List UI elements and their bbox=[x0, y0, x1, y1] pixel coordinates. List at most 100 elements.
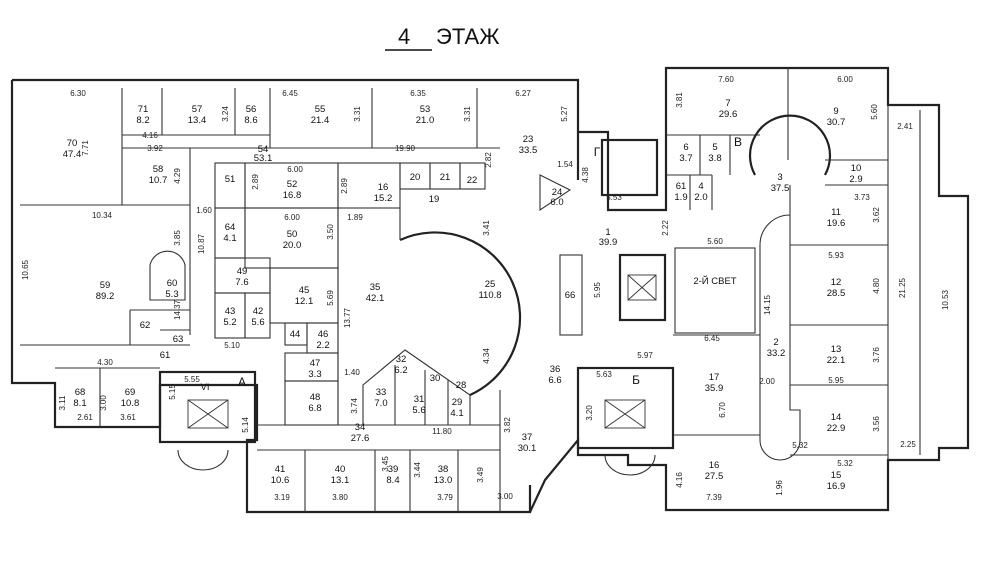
room-31: 315.6 bbox=[412, 394, 425, 416]
svg-text:1.96: 1.96 bbox=[775, 480, 784, 496]
svg-text:55: 55 bbox=[315, 104, 326, 115]
svg-text:44: 44 bbox=[290, 329, 301, 340]
svg-text:68: 68 bbox=[75, 387, 86, 398]
svg-text:14.15: 14.15 bbox=[763, 294, 772, 315]
room-51: 51 bbox=[225, 174, 236, 185]
svg-text:16: 16 bbox=[709, 460, 720, 471]
svg-text:1.54: 1.54 bbox=[557, 160, 573, 169]
svg-text:3.8: 3.8 bbox=[708, 153, 721, 164]
svg-text:21.4: 21.4 bbox=[311, 115, 330, 126]
svg-text:10: 10 bbox=[851, 163, 862, 174]
stair-g-label: Г bbox=[594, 145, 601, 159]
plan-title: 4 ЭТАЖ bbox=[385, 24, 500, 51]
svg-text:16: 16 bbox=[378, 182, 389, 193]
svg-text:5.32: 5.32 bbox=[792, 441, 808, 450]
svg-text:5: 5 bbox=[712, 142, 717, 153]
room-71: 718.2 bbox=[136, 104, 149, 126]
room-21: 21 bbox=[440, 172, 451, 183]
svg-text:63: 63 bbox=[173, 334, 184, 345]
svg-text:5.53: 5.53 bbox=[606, 193, 622, 202]
svg-text:6.00: 6.00 bbox=[837, 75, 853, 84]
svg-text:6.45: 6.45 bbox=[282, 89, 298, 98]
svg-text:17: 17 bbox=[709, 372, 720, 383]
svg-text:3.76: 3.76 bbox=[872, 347, 881, 363]
room-3: 337.5 bbox=[771, 172, 790, 194]
svg-text:3.19: 3.19 bbox=[274, 493, 290, 502]
svg-text:23: 23 bbox=[523, 134, 534, 145]
svg-text:43: 43 bbox=[225, 306, 236, 317]
svg-text:48: 48 bbox=[310, 392, 321, 403]
svg-text:21.25: 21.25 bbox=[898, 277, 907, 298]
svg-text:6.8: 6.8 bbox=[308, 403, 321, 414]
svg-text:56: 56 bbox=[246, 104, 257, 115]
svg-text:13: 13 bbox=[831, 344, 842, 355]
svg-text:5.14: 5.14 bbox=[241, 417, 250, 433]
dimension-labels: 6.30 7.71 4.16 3.92 4.29 10.34 3.85 1.60… bbox=[21, 75, 950, 502]
svg-text:10.53: 10.53 bbox=[941, 289, 950, 310]
svg-text:29: 29 bbox=[452, 397, 463, 408]
room-19: 19 bbox=[429, 194, 440, 205]
room-5: 53.8 bbox=[708, 142, 721, 164]
svg-text:20: 20 bbox=[410, 172, 421, 183]
stair-v-label: В bbox=[734, 135, 742, 149]
svg-text:7.39: 7.39 bbox=[706, 493, 722, 502]
svg-text:4.29: 4.29 bbox=[173, 168, 182, 184]
svg-text:42: 42 bbox=[253, 306, 264, 317]
svg-text:3.81: 3.81 bbox=[675, 92, 684, 108]
svg-text:11.80: 11.80 bbox=[432, 427, 452, 436]
svg-text:5.2: 5.2 bbox=[223, 317, 236, 328]
svg-text:46: 46 bbox=[318, 329, 329, 340]
svg-text:19.90: 19.90 bbox=[395, 144, 416, 153]
svg-text:6.00: 6.00 bbox=[287, 165, 303, 174]
svg-text:36: 36 bbox=[550, 364, 561, 375]
svg-text:2.25: 2.25 bbox=[900, 440, 916, 449]
svg-text:6.70: 6.70 bbox=[718, 402, 727, 418]
svg-text:110.8: 110.8 bbox=[478, 290, 501, 301]
room-39: 398.4 bbox=[386, 464, 399, 486]
svg-text:2.89: 2.89 bbox=[251, 174, 260, 190]
svg-text:3.74: 3.74 bbox=[350, 398, 359, 414]
svg-text:10.7: 10.7 bbox=[149, 175, 168, 186]
svg-text:1: 1 bbox=[605, 227, 610, 238]
room-47: 473.3 bbox=[308, 358, 321, 380]
svg-text:2.89: 2.89 bbox=[340, 178, 349, 194]
svg-text:45: 45 bbox=[299, 285, 310, 296]
svg-text:62: 62 bbox=[140, 320, 151, 331]
svg-text:7.6: 7.6 bbox=[235, 277, 248, 288]
room-48: 486.8 bbox=[308, 392, 321, 414]
svg-text:41: 41 bbox=[275, 464, 286, 475]
svg-text:3.79: 3.79 bbox=[437, 493, 453, 502]
svg-text:4.1: 4.1 bbox=[450, 408, 463, 419]
svg-text:3.00: 3.00 bbox=[99, 395, 108, 411]
svg-text:2.61: 2.61 bbox=[77, 413, 93, 422]
svg-text:1.9: 1.9 bbox=[674, 192, 687, 203]
svg-text:51: 51 bbox=[225, 174, 236, 185]
room-10: 102.9 bbox=[849, 163, 862, 185]
svg-text:13.1: 13.1 bbox=[331, 475, 350, 486]
svg-text:53.1: 53.1 bbox=[254, 153, 273, 164]
svg-text:2.82: 2.82 bbox=[484, 152, 493, 168]
svg-text:5.27: 5.27 bbox=[560, 106, 569, 122]
svg-text:3.41: 3.41 bbox=[482, 220, 491, 236]
svg-text:14: 14 bbox=[831, 412, 842, 423]
svg-text:14.37: 14.37 bbox=[173, 299, 182, 320]
svg-text:5.63: 5.63 bbox=[596, 370, 612, 379]
svg-text:5.3: 5.3 bbox=[165, 289, 178, 300]
svg-text:25: 25 bbox=[485, 279, 496, 290]
svg-text:13.77: 13.77 bbox=[343, 307, 352, 328]
room-22: 22 bbox=[467, 175, 478, 186]
svg-text:2.00: 2.00 bbox=[759, 377, 775, 386]
svg-text:37: 37 bbox=[522, 432, 533, 443]
svg-text:31: 31 bbox=[414, 394, 425, 405]
room-42: 425.6 bbox=[251, 306, 264, 328]
